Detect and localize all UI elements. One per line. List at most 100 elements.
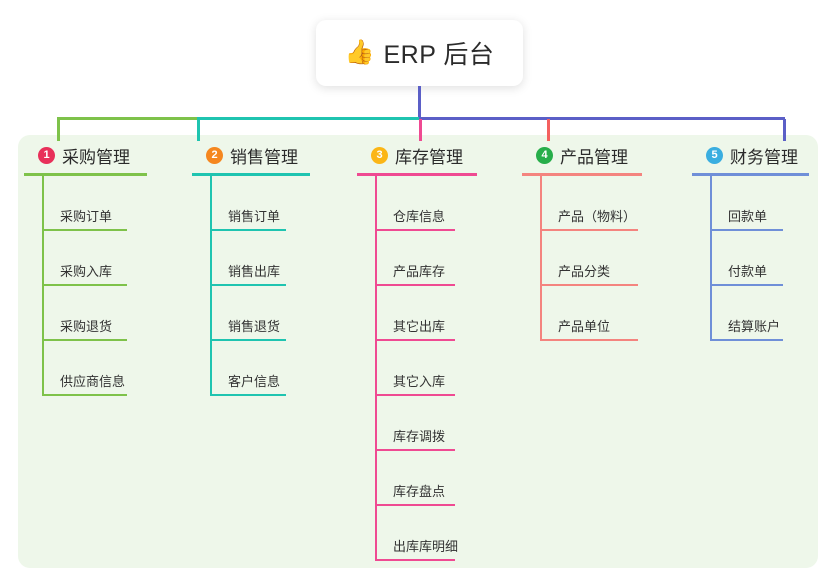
- branch-items-sales: 销售订单销售出库销售退货客户信息: [192, 176, 310, 396]
- branch-item-rule: [375, 504, 455, 506]
- branch-item[interactable]: 结算账户: [692, 286, 809, 341]
- branch-spine-finance: [710, 176, 712, 341]
- branch-item[interactable]: 回款单: [692, 176, 809, 231]
- branch-item[interactable]: 产品（物料）: [522, 176, 642, 231]
- branch-item-label: 销售退货: [228, 319, 281, 334]
- branch-item[interactable]: 采购订单: [24, 176, 147, 231]
- branch-sales: 2 销售管理销售订单销售出库销售退货客户信息: [192, 143, 310, 396]
- branch-item-label: 产品分类: [558, 264, 611, 279]
- branch-item-label: 销售出库: [228, 264, 281, 279]
- branch-item-rule: [710, 284, 783, 286]
- mindmap-panel: [18, 135, 818, 568]
- branch-item[interactable]: 产品库存: [357, 231, 477, 286]
- branch-item-rule: [42, 284, 127, 286]
- branch-item[interactable]: 采购入库: [24, 231, 147, 286]
- drop-stem-purchase: [57, 119, 60, 141]
- drop-stem-finance: [783, 119, 786, 141]
- branch-item-label: 供应商信息: [60, 374, 126, 389]
- branch-header-rule-inventory: [357, 173, 477, 176]
- branch-title-sales: 销售管理: [230, 147, 298, 167]
- bus-segment-blue: [419, 117, 785, 120]
- branch-title-product: 产品管理: [560, 147, 628, 167]
- branch-header-sales[interactable]: 2 销售管理: [192, 143, 310, 167]
- drop-stem-sales: [197, 119, 200, 141]
- drop-stem-product: [547, 119, 550, 141]
- branch-spine-purchase: [42, 176, 44, 396]
- branch-item[interactable]: 销售订单: [192, 176, 310, 231]
- branch-badge-sales: 2: [206, 146, 223, 164]
- branch-item-rule: [375, 449, 455, 451]
- branch-header-product[interactable]: 4 产品管理: [522, 143, 642, 167]
- thumbs-up-icon: 👍: [344, 39, 375, 66]
- drop-stem-inventory: [419, 119, 422, 141]
- branch-item[interactable]: 其它出库: [357, 286, 477, 341]
- root-connector-stem: [418, 86, 421, 118]
- branch-item-label: 采购订单: [60, 209, 113, 224]
- branch-item-label: 库存盘点: [393, 484, 446, 499]
- branch-item-label: 结算账户: [728, 319, 781, 334]
- branch-items-inventory: 仓库信息产品库存其它出库其它入库库存调拨库存盘点出库库明细: [357, 176, 477, 561]
- root-node-content: 👍 ERP 后台: [345, 35, 495, 71]
- branch-item-rule: [375, 394, 455, 396]
- branch-header-rule-purchase: [24, 173, 147, 176]
- branch-item[interactable]: 产品分类: [522, 231, 642, 286]
- branch-inventory: 3 库存管理仓库信息产品库存其它出库其它入库库存调拨库存盘点出库库明细: [357, 143, 477, 561]
- branch-header-rule-product: [522, 173, 642, 176]
- branch-item[interactable]: 供应商信息: [24, 341, 147, 396]
- branch-item[interactable]: 采购退货: [24, 286, 147, 341]
- branch-item-label: 回款单: [728, 209, 768, 224]
- branch-product: 4 产品管理产品（物料） 产品分类产品单位: [522, 143, 642, 341]
- branch-item-label: 销售订单: [228, 209, 281, 224]
- branch-item[interactable]: 产品单位: [522, 286, 642, 341]
- branch-item-label: 库存调拨: [393, 429, 446, 444]
- branch-item-label: 产品（物料）: [558, 209, 637, 224]
- branch-item-label: 付款单: [728, 264, 768, 279]
- bus-segment-green: [57, 117, 197, 120]
- branch-spine-sales: [210, 176, 212, 396]
- branch-item-rule: [540, 339, 638, 341]
- root-node-title: ERP 后台: [383, 41, 495, 69]
- branch-item-rule: [540, 284, 638, 286]
- branch-item-rule: [375, 229, 455, 231]
- branch-spine-product: [540, 176, 542, 341]
- branch-item-label: 其它入库: [393, 374, 446, 389]
- branch-item[interactable]: 仓库信息: [357, 176, 477, 231]
- branch-item-rule: [42, 339, 127, 341]
- branch-item-label: 产品单位: [558, 319, 611, 334]
- branch-item-label: 采购退货: [60, 319, 113, 334]
- branch-item-label: 客户信息: [228, 374, 281, 389]
- branch-badge-product: 4: [536, 146, 553, 164]
- branch-header-rule-sales: [192, 173, 310, 176]
- branch-item[interactable]: 销售退货: [192, 286, 310, 341]
- branch-item[interactable]: 销售出库: [192, 231, 310, 286]
- branch-item[interactable]: 出库库明细: [357, 506, 477, 561]
- root-node[interactable]: 👍 ERP 后台: [316, 20, 523, 86]
- branch-badge-finance: 5: [706, 146, 723, 164]
- branch-item-rule: [375, 559, 455, 561]
- branch-item[interactable]: 库存盘点: [357, 451, 477, 506]
- bus-segment-teal: [197, 117, 419, 120]
- branch-item[interactable]: 付款单: [692, 231, 809, 286]
- branch-item-label: 出库库明细: [393, 539, 459, 554]
- branch-item-rule: [42, 394, 127, 396]
- branch-title-inventory: 库存管理: [395, 147, 463, 167]
- branch-item-label: 其它出库: [393, 319, 446, 334]
- branch-item[interactable]: 客户信息: [192, 341, 310, 396]
- branch-item-rule: [375, 339, 455, 341]
- branch-item-rule: [210, 394, 286, 396]
- branch-badge-inventory: 3: [371, 146, 388, 164]
- branch-item-rule: [540, 229, 638, 231]
- branch-header-inventory[interactable]: 3 库存管理: [357, 143, 477, 167]
- branch-items-product: 产品（物料） 产品分类产品单位: [522, 176, 642, 341]
- branch-item[interactable]: 其它入库: [357, 341, 477, 396]
- branch-header-rule-finance: [692, 173, 809, 176]
- branch-items-finance: 回款单付款单结算账户: [692, 176, 809, 341]
- branch-spine-inventory: [375, 176, 377, 561]
- branch-item[interactable]: 库存调拨: [357, 396, 477, 451]
- branch-item-rule: [210, 284, 286, 286]
